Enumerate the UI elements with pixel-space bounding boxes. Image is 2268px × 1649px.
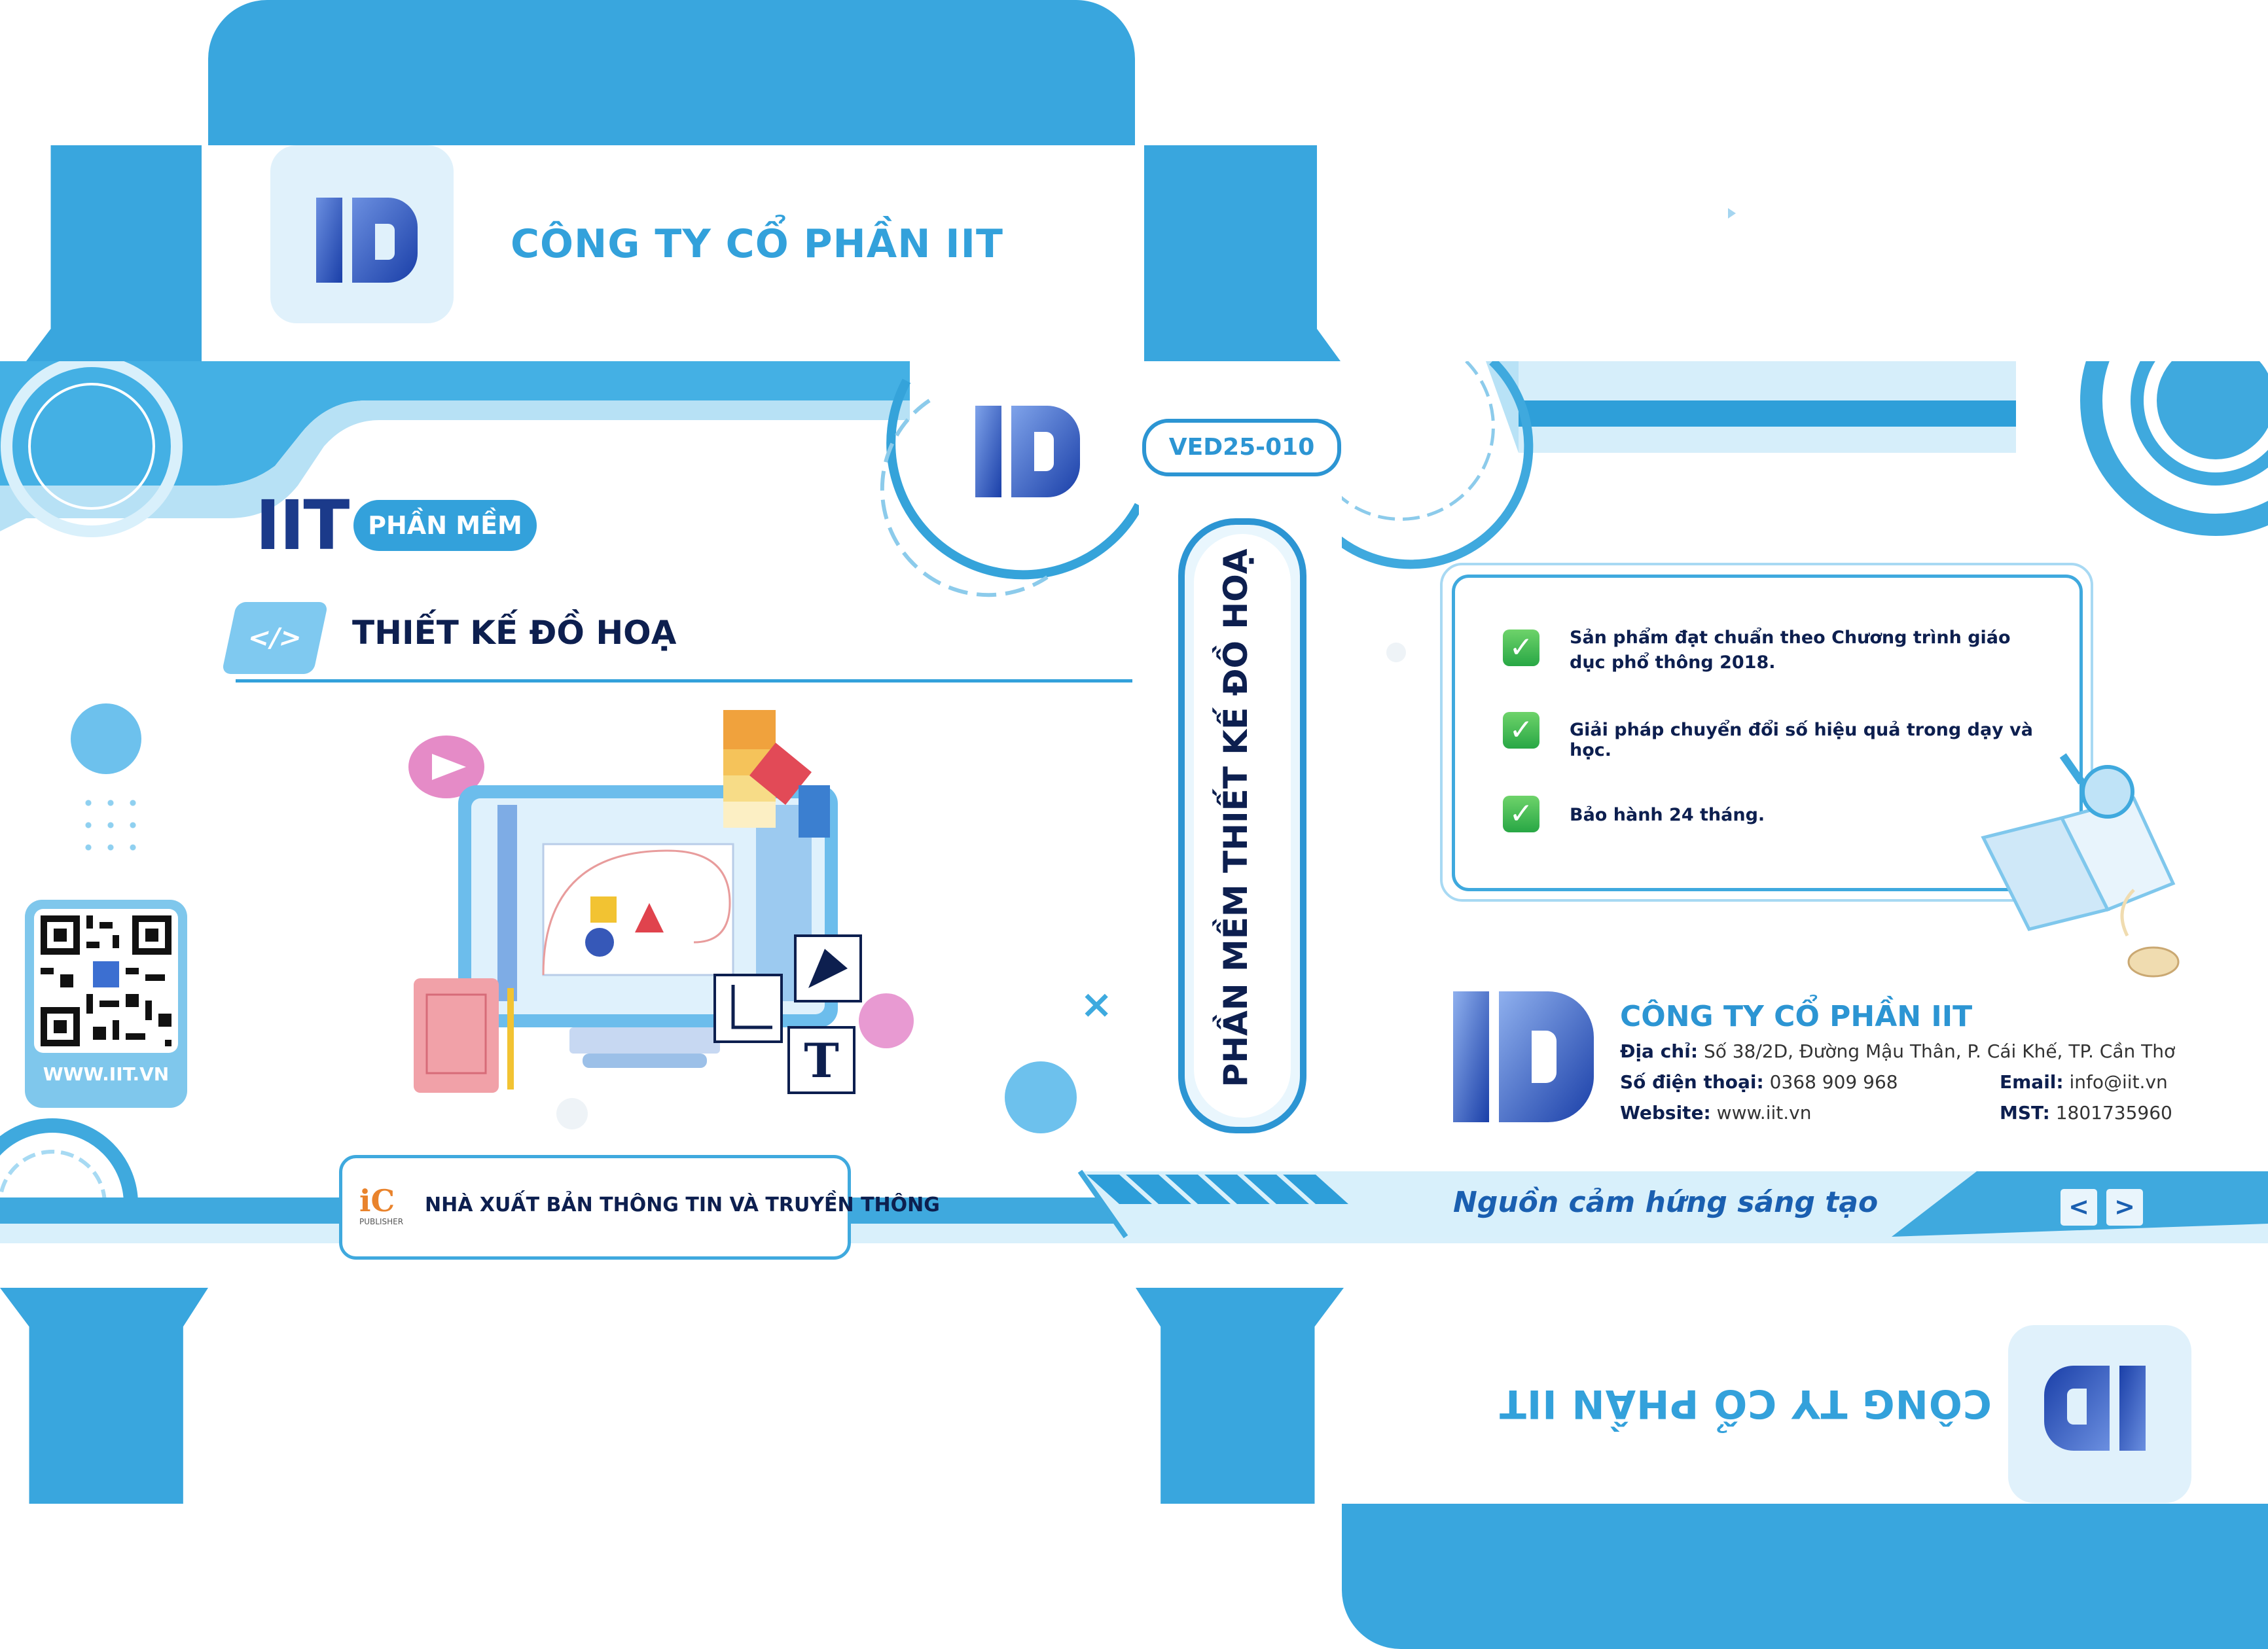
address-value: Số 38/2D, Đường Mậu Thân, P. Cái Khế, TP…	[1703, 1040, 2176, 1062]
small-arrow-decoration	[1728, 208, 1736, 219]
title-underline	[236, 679, 1132, 683]
publisher-frame: iC PUBLISHER NHÀ XUẤT BẢN THÔNG TIN VÀ T…	[339, 1155, 940, 1260]
back-company-name: CÔNG TY CỔ PHẦN IIT	[1620, 1000, 1973, 1033]
chevron-right-icon: >	[2114, 1192, 2135, 1221]
feature-1: Sản phẩm đạt chuẩn theo Chương trình giá…	[1570, 628, 2011, 673]
email-line: Email: info@iit.vn	[2000, 1071, 2168, 1093]
email-value[interactable]: info@iit.vn	[2069, 1071, 2168, 1093]
tax-line: MST: 1801735960	[2000, 1102, 2172, 1124]
check-icon: ✓	[1503, 629, 1539, 666]
feature-2: Giải pháp chuyển đổi số hiệu quả trong d…	[1570, 720, 2033, 760]
spine-title: PHẦN MỀM THIẾT KẾ ĐỒ HOẠ	[1217, 548, 1255, 1088]
text-tool-icon	[787, 1026, 855, 1094]
software-tag: PHẦN MỀM	[353, 500, 537, 551]
design-illustration: T	[408, 710, 914, 1094]
text-tool-glyph: T	[804, 1033, 839, 1088]
deco-circle-faint	[556, 1098, 588, 1129]
bottom-mid-wing	[1136, 1288, 1344, 1504]
code-badge-icon: </>	[221, 602, 329, 674]
crop-icon	[713, 974, 783, 1043]
publisher-logo-mark: iC	[359, 1183, 395, 1218]
spine-pill	[1178, 518, 1306, 1133]
bottom-flap-tab	[1342, 1504, 2268, 1649]
back-logo-icon	[1453, 991, 1594, 1122]
tax-label: MST:	[2000, 1102, 2050, 1124]
front-title: THIẾT KẾ ĐỒ HOẠ	[352, 614, 677, 652]
top-flap-panel	[0, 145, 1342, 361]
top-company-name: CÔNG TY CỔ PHẦN IIT	[511, 221, 1003, 267]
deco-circle	[71, 703, 141, 774]
software-tag-label: PHẦN MỀM	[368, 511, 522, 540]
mouse-icon	[2120, 889, 2180, 978]
check-icon: ✓	[1503, 712, 1539, 749]
feature-3: Bảo hành 24 tháng.	[1570, 805, 1765, 825]
color-palette-icon	[723, 710, 830, 838]
nav-prev-button[interactable]: <	[2059, 1187, 2099, 1228]
monitor-icon	[458, 785, 838, 1068]
chevron-left-icon: <	[2068, 1192, 2089, 1221]
phone-line: Số điện thoại: 0368 909 968	[1620, 1071, 1898, 1093]
website-line: Website: www.iit.vn	[1620, 1102, 1811, 1124]
code-badge-label: VED25-010	[1168, 434, 1315, 461]
address-label: Địa chỉ:	[1620, 1040, 1699, 1062]
newspaper-icon	[1981, 796, 2176, 931]
bottom-company-name: CÔNG TY CỔ PHẦN IIT	[1499, 1381, 1992, 1427]
pen-nib-icon	[794, 934, 862, 1002]
publisher-name: NHÀ XUẤT BẢN THÔNG TIN VÀ TRUYỀN THÔNG	[425, 1194, 940, 1216]
publisher-logo: iC PUBLISHER	[359, 1184, 418, 1230]
spine-inner	[1194, 534, 1291, 1118]
website-label: Website:	[1620, 1102, 1711, 1124]
top-flap-tab	[208, 0, 1135, 147]
iit-logo-icon	[2044, 1366, 2146, 1451]
code-badge-glyph: </>	[245, 623, 305, 653]
check-icon: ✓	[1503, 796, 1539, 832]
close-x-decoration: ×	[1080, 982, 1113, 1027]
deco-dot-grid	[77, 792, 143, 857]
publisher-logo-text: PUBLISHER	[359, 1217, 404, 1226]
qr-url[interactable]: WWW.IIT.VN	[43, 1063, 170, 1085]
qr-code[interactable]	[34, 909, 178, 1053]
back-top-decoration	[1342, 361, 2268, 569]
brand-iit: IIT	[255, 486, 350, 565]
iit-logo-icon	[316, 198, 418, 283]
top-logo-tile	[270, 145, 454, 323]
phone-label: Số điện thoại:	[1620, 1071, 1764, 1093]
bottom-left-wing	[0, 1288, 208, 1504]
phone-value[interactable]: 0368 909 968	[1769, 1071, 1898, 1093]
features-inner-frame	[1452, 575, 2083, 891]
email-label: Email:	[2000, 1071, 2064, 1093]
deco-circle-small	[1386, 643, 1406, 662]
address-line: Địa chỉ: Số 38/2D, Đường Mậu Thân, P. Cá…	[1620, 1040, 2175, 1062]
play-icon	[408, 736, 484, 798]
qr-block: WWW.IIT.VN	[25, 900, 187, 1108]
top-flap-left-wing	[26, 145, 202, 361]
bottom-logo-tile	[2008, 1325, 2191, 1503]
tax-value: 1801735960	[2055, 1102, 2172, 1124]
newspaper-illustration	[1981, 753, 2180, 978]
deco-circle-large	[1005, 1061, 1077, 1133]
top-flap-right-wing	[1144, 145, 1341, 361]
front-logo-icon	[975, 406, 1080, 497]
features-frame	[1440, 563, 2093, 902]
nav-next-button[interactable]: >	[2104, 1187, 2145, 1228]
qr-code-icon	[41, 915, 171, 1046]
website-value[interactable]: www.iit.vn	[1716, 1102, 1812, 1124]
notebook-icon	[414, 978, 514, 1093]
hazard-stripes	[1087, 1175, 1348, 1204]
code-badge: VED25-010	[1142, 419, 1341, 476]
slogan: Nguồn cảm hứng sáng tạo	[1453, 1186, 1879, 1219]
front-top-band	[0, 361, 1139, 597]
magnifier-icon	[2059, 753, 2134, 819]
